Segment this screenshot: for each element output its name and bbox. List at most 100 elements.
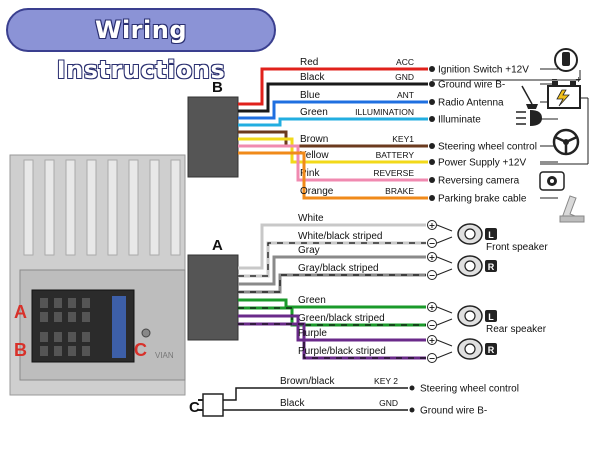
wire-b-0: [238, 67, 428, 106]
radio-unit: A B C VIAN: [9, 154, 186, 396]
page-title: Wiring Instructions: [56, 16, 226, 84]
speaker-lead: [436, 268, 453, 276]
headlight-icon: [516, 110, 542, 126]
speaker-lead: [436, 236, 453, 244]
antenna-icon: [521, 85, 538, 109]
wire-b-device-label: Illuminate: [438, 115, 481, 126]
wire-b-code-label: KEY1: [392, 134, 414, 144]
wire-b-code-label: BATTERY: [376, 150, 415, 160]
terminal-dot: [429, 81, 435, 87]
wire-a-2: [238, 255, 426, 286]
radio-label-a: A: [14, 302, 27, 322]
radio-label-c: C: [134, 340, 147, 360]
ground-bus: [432, 70, 589, 165]
wire-b-color-label: Yellow: [300, 150, 329, 161]
minus-terminal-icon: [427, 238, 437, 248]
polarity-sign: −: [429, 271, 436, 280]
wire-b-device-label: Steering wheel control: [438, 142, 537, 153]
terminal-dot: [429, 66, 435, 72]
wire-c-0: [223, 387, 408, 401]
wire-b-code-label: GND: [395, 72, 414, 82]
connector-c: [202, 393, 224, 417]
channel-badge: [485, 343, 497, 355]
wire-c-color-label: Black: [280, 398, 305, 409]
polarity-sign: −: [429, 354, 436, 363]
terminal-dot: [429, 159, 435, 165]
terminal-dot: [409, 385, 415, 391]
speaker-lead: [436, 256, 453, 264]
wire-b-code-label: ACC: [396, 57, 414, 67]
channel-label: R: [488, 262, 495, 272]
polarity-sign: +: [429, 221, 436, 230]
wire-b-color-label: Orange: [300, 186, 334, 197]
title-banner: Wiring Instructions: [6, 8, 276, 84]
socket-pins-top: [40, 298, 90, 322]
wire-b-device-label: Ground wire B-: [438, 80, 505, 91]
wire-a-color-label: Purple: [298, 328, 327, 339]
wire-a-0: [238, 223, 426, 270]
wire-b-device-label: Radio Antenna: [438, 98, 504, 109]
wire-c-device-label: Steering wheel control: [420, 384, 519, 395]
wire-b-code-label: BRAKE: [385, 186, 414, 196]
minus-terminal-icon: [427, 353, 437, 363]
terminal-dot: [429, 99, 435, 105]
parking-brake-icon: [559, 195, 585, 223]
wire-b-7: [238, 151, 428, 200]
channel-badge: [485, 260, 497, 272]
connector-a-label: A: [212, 237, 223, 254]
wire-b-2: [238, 100, 428, 120]
steering-wheel-icon: [552, 128, 580, 156]
wire-c-device-label: Ground wire B-: [420, 406, 487, 417]
wire-c-code-label: KEY 2: [374, 376, 398, 386]
speaker-pair-label: Front speaker: [486, 242, 548, 253]
ignition-key-icon: [554, 48, 578, 72]
wire-a-color-label: Green: [298, 295, 326, 306]
wire-a-stripe: [238, 274, 426, 293]
radio-label-b: B: [14, 340, 27, 360]
wire-b-color-label: Red: [300, 57, 318, 68]
wire-b-3: [238, 117, 428, 127]
connector-b: [187, 96, 239, 178]
polarity-sign: +: [429, 336, 436, 345]
plus-terminal-icon: [427, 302, 437, 312]
wires-c: Brown/black KEY 2 Steering wheel controlBl…: [223, 376, 519, 417]
terminal-dot: [429, 116, 435, 122]
wire-a-color-label: Gray/black striped: [298, 263, 379, 274]
wire-a-stripe: [238, 242, 426, 277]
speaker-lead: [436, 224, 453, 232]
wire-b-code-label: ANT: [397, 90, 414, 100]
wire-b-color-label: Blue: [300, 90, 320, 101]
minus-terminal-icon: [427, 320, 437, 330]
polarity-sign: −: [429, 239, 436, 248]
channel-label: L: [488, 312, 494, 322]
connector-b-label: B: [212, 79, 223, 96]
wire-a-color-label: White/black striped: [298, 231, 382, 242]
polarity-sign: +: [429, 303, 436, 312]
speaker-icon: [457, 223, 483, 245]
socket-blue-clip: [112, 296, 126, 358]
terminal-dot: [429, 195, 435, 201]
socket-pins-bottom: [40, 332, 90, 356]
speaker-pair-label: Rear speaker: [486, 324, 547, 335]
radio-brand: VIAN: [155, 351, 174, 360]
wire-a-color-label: Gray: [298, 245, 320, 256]
wire-b-device-label: Parking brake cable: [438, 194, 527, 205]
wire-c-color-label: Brown/black: [280, 376, 335, 387]
plus-terminal-icon: [427, 252, 437, 262]
wire-a-stripe: [238, 323, 426, 359]
speaker-icon: [457, 255, 483, 277]
wire-b-1: [238, 82, 428, 113]
terminal-dot: [429, 143, 435, 149]
wire-b-code-label: ILLUMINATION: [355, 107, 414, 117]
connector-a: [187, 254, 239, 341]
connector-c-label: C: [189, 399, 200, 416]
channel-label: R: [488, 345, 495, 355]
plus-terminal-icon: [427, 220, 437, 230]
wire-a-4: [238, 298, 426, 309]
terminal-dot: [429, 177, 435, 183]
speaker-icon: [457, 305, 483, 327]
wire-b-color-label: Black: [300, 72, 325, 83]
wire-c-code-label: GND: [379, 398, 398, 408]
